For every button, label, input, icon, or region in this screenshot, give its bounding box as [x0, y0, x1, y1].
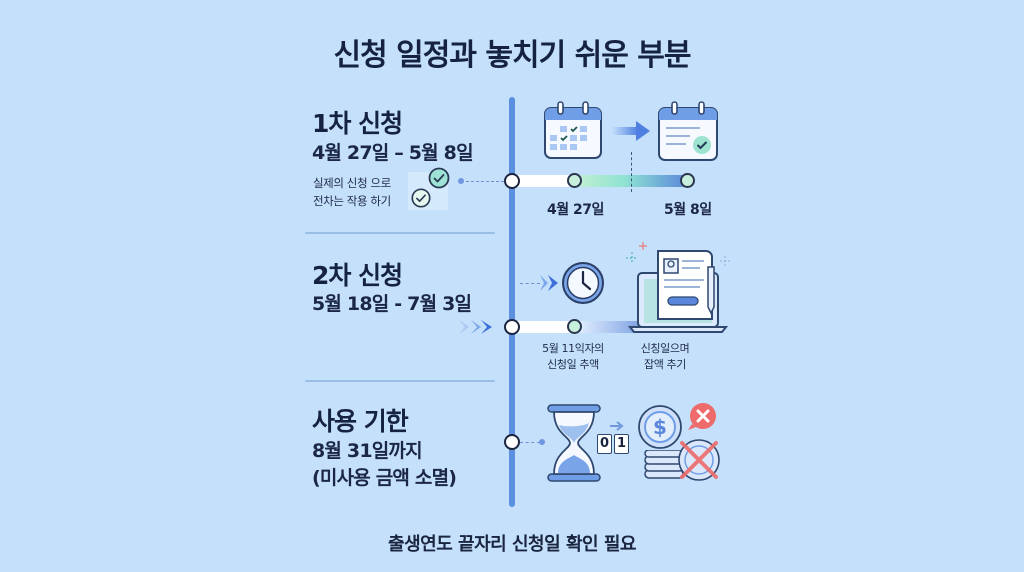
coin-icon: $: [638, 405, 682, 449]
counter-digit: 0: [597, 434, 612, 454]
section-2-title: 2차 신청: [312, 261, 403, 290]
track-node-end: [680, 173, 695, 188]
laptop-document-icon: [628, 250, 728, 333]
track-label-start: 4월 27일: [547, 202, 604, 218]
sparkle-icon: [720, 256, 730, 266]
section-1-period: 4월 27일 – 5월 8일: [312, 142, 474, 164]
check-circle-icon: [428, 167, 450, 189]
track-white: [512, 321, 574, 333]
calendar-grid-icon: [544, 101, 602, 159]
clock-icon: [562, 262, 604, 304]
cancel-x-icon: [688, 403, 716, 430]
svg-text:$: $: [653, 415, 667, 439]
connector-dash: [466, 181, 504, 182]
section-1-title: 1차 신청: [312, 109, 403, 138]
section-divider: [305, 380, 495, 382]
footer-note: 출생연도 끝자리 신청일 확인 필요: [388, 534, 636, 555]
timeline-line: [509, 97, 515, 507]
coin-cancelled-icon: [678, 439, 720, 481]
sparkle-icon: [626, 252, 638, 264]
track-white: [512, 175, 574, 187]
connector-dot: [539, 439, 545, 445]
section-3-title: 사용 기한: [312, 407, 409, 436]
timeline-node-2: [504, 319, 520, 335]
track-node-start: [567, 173, 582, 188]
note-line: 실제의 신청 으로: [313, 176, 391, 190]
counter-digit: 1: [614, 434, 629, 454]
coin-stack-icon: [644, 450, 684, 479]
counter-icon: 0 1: [597, 434, 629, 454]
track-label-end: 신칭일으며 잡액 추기: [640, 342, 690, 371]
track-node: [567, 319, 582, 334]
section-3-note: (미사용 금액 소멸): [312, 467, 457, 489]
connector-dash: [520, 442, 540, 443]
section-divider: [305, 232, 495, 234]
section-1-note: 실제의 신청 으로 전차는 작용 하기: [313, 174, 391, 210]
page-title: 신청 일정과 놓치기 쉬운 부분: [333, 38, 692, 73]
check-circle-icon: [411, 188, 431, 208]
hourglass-icon: [547, 404, 601, 482]
timeline-node-1: [504, 173, 520, 189]
sparkle-icon: [639, 242, 647, 250]
note-line: 전차는 작용 하기: [313, 194, 391, 208]
timeline-node-3: [504, 434, 520, 450]
calendar-check-icon: [658, 101, 718, 161]
track-label-start: 5월 11익자의 신청일 추액: [542, 342, 604, 371]
double-chevron-icon: [459, 320, 492, 334]
connector-dash: [520, 283, 540, 284]
arrow-right-icon: [612, 121, 650, 141]
track-label-end: 5월 8일: [664, 202, 712, 218]
today-marker: [631, 152, 632, 192]
section-2-period: 5월 18일 - 7월 3일: [312, 293, 472, 315]
arrow-right-icon: [610, 421, 624, 431]
section-3-period: 8월 31일까지: [312, 440, 423, 462]
double-chevron-icon: [540, 275, 558, 291]
connector-dot: [458, 178, 464, 184]
